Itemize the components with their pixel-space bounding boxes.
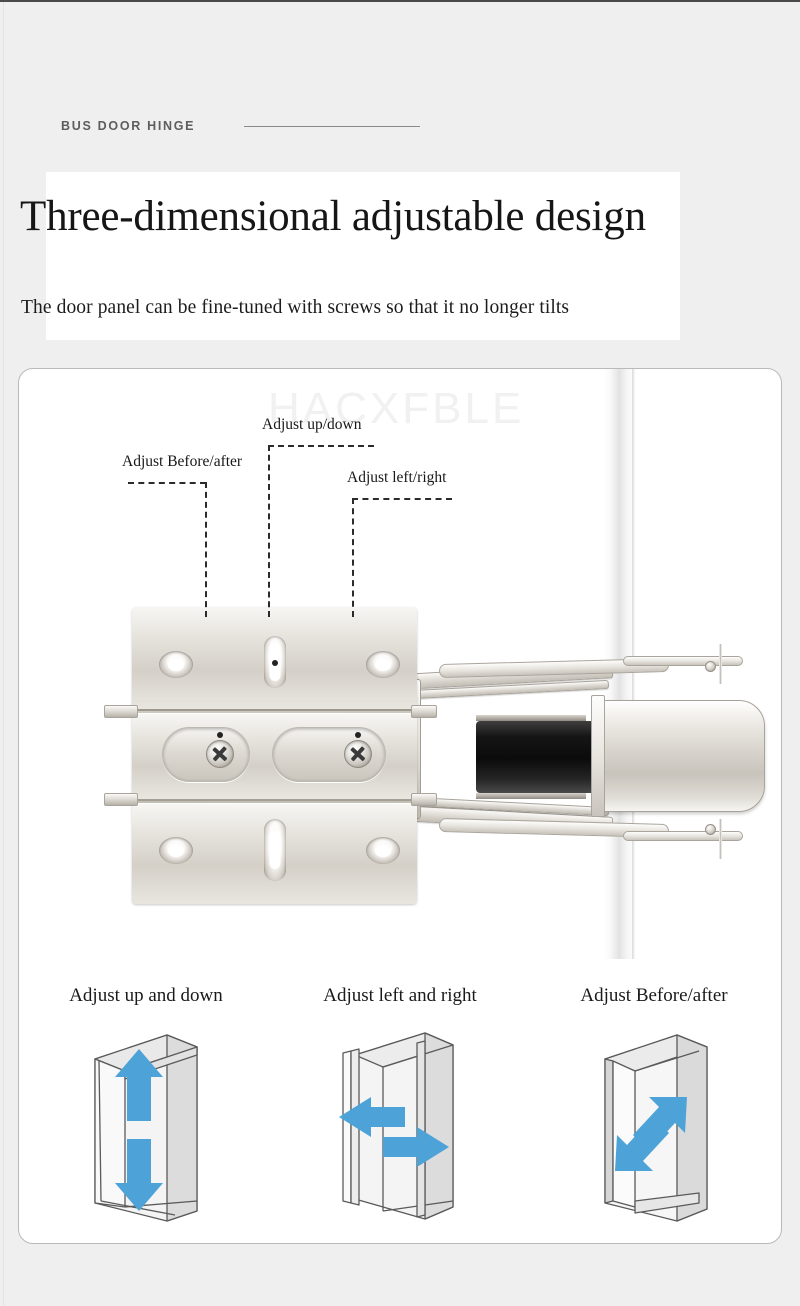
- top-edge-rule: [0, 0, 800, 2]
- hinge-cup-flange: [591, 695, 605, 817]
- hinge-rail-top: [623, 656, 743, 666]
- callout-adjust-up-down: Adjust up/down: [262, 416, 362, 433]
- leader-before-after-vertical: [205, 482, 207, 617]
- caption-left-right: Adjust left and right: [323, 985, 477, 1006]
- watermark: HACXFBLE: [268, 384, 525, 433]
- callout-adjust-left-right: Adjust left/right: [347, 469, 447, 486]
- plate-tab-upper-right: [411, 705, 437, 718]
- door-illustration-before-after: [604, 1034, 708, 1222]
- caption-before-after: Adjust Before/after: [580, 985, 728, 1006]
- headline-backdrop: [46, 172, 680, 340]
- arrow-right: [383, 1127, 449, 1167]
- plate-hole-top-left: [159, 651, 193, 678]
- hinge-photo: [19, 369, 781, 959]
- eyebrow-divider: [244, 125, 421, 127]
- page-subtitle: The door panel can be fine-tuned with sc…: [21, 297, 570, 318]
- hinge-damper: [476, 715, 596, 799]
- panel-left-right: [273, 1025, 527, 1240]
- callout-adjust-before-after: Adjust Before/after: [122, 453, 243, 470]
- page-title: Three-dimensional adjustable design: [20, 193, 646, 240]
- left-edge-hairline: [3, 2, 4, 1306]
- plate-tab-upper-left: [104, 705, 138, 718]
- arrow-up: [115, 1049, 163, 1121]
- screw-right-mark: [355, 732, 361, 738]
- panel-before-after: [527, 1025, 781, 1240]
- hinge-rail-bottom: [623, 831, 743, 841]
- hinge-rod-top: [719, 644, 722, 684]
- leader-left-right-vertical: [352, 498, 354, 617]
- leader-up-down-vertical: [268, 445, 270, 617]
- leader-up-down-horizontal: [268, 445, 374, 447]
- screw-left-mark: [217, 732, 223, 738]
- hinge-rod-bottom: [719, 819, 722, 859]
- damper-band-top: [476, 715, 586, 721]
- hinge-pin-top: [705, 661, 716, 672]
- plate-slot-center-mark: [272, 660, 278, 666]
- caption-up-down: Adjust up and down: [69, 985, 223, 1006]
- hinge-cup: [595, 700, 765, 812]
- damper-band-bottom: [476, 793, 586, 799]
- panel-captions: Adjust up and down Adjust left and right…: [19, 985, 781, 1007]
- panel-illustrations: [19, 1025, 781, 1240]
- door-illustration-up-down: [94, 1034, 198, 1222]
- adjust-screw-left[interactable]: [206, 740, 234, 768]
- plate-hole-bottom-right: [366, 837, 400, 864]
- plate-slot-bottom-center: [264, 819, 286, 881]
- arrow-left: [339, 1097, 405, 1137]
- leader-before-after-horizontal: [128, 482, 206, 484]
- eyebrow: BUS DOOR HINGE: [61, 119, 421, 133]
- door-illustration-left-right: [339, 1032, 454, 1220]
- arrow-down: [115, 1139, 163, 1211]
- plate-tab-lower-left: [104, 793, 138, 806]
- plate-hole-top-right: [366, 651, 400, 678]
- arrow-down-left: [615, 1117, 669, 1171]
- plate-hole-bottom-left: [159, 837, 193, 864]
- adjust-screw-right[interactable]: [344, 740, 372, 768]
- panel-up-down: [19, 1025, 273, 1240]
- eyebrow-label: BUS DOOR HINGE: [61, 119, 196, 133]
- plate-tab-lower-right: [411, 793, 437, 806]
- leader-left-right-horizontal: [352, 498, 452, 500]
- hinge-pin-bottom: [705, 824, 716, 835]
